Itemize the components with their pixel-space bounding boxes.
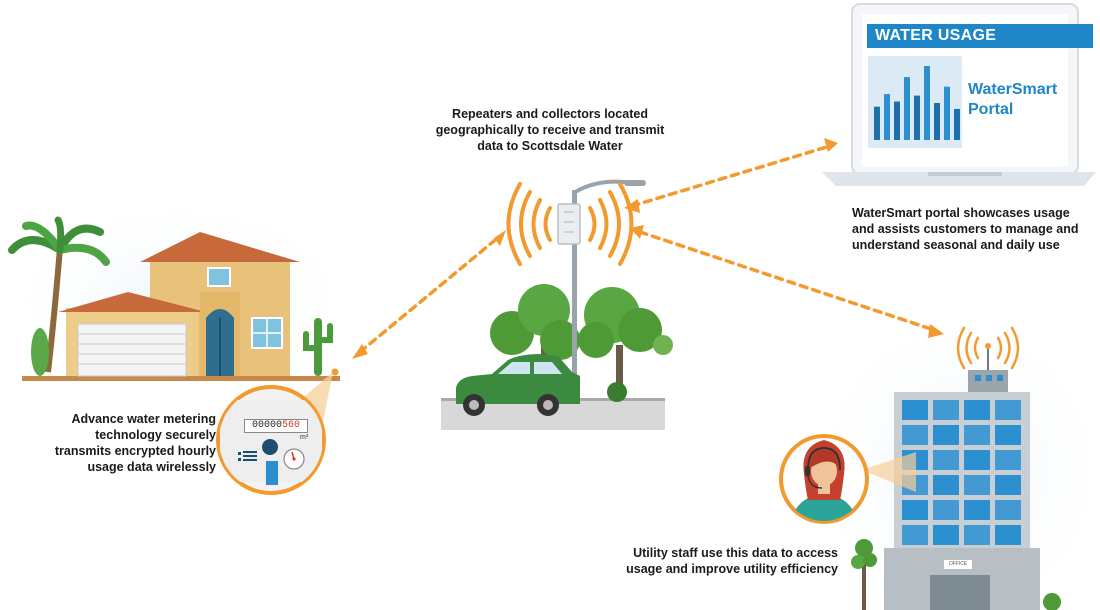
office-window: [995, 475, 1021, 495]
tree-icon: [490, 284, 673, 402]
office-window: [933, 400, 959, 420]
office-window: [902, 400, 928, 420]
cactus-icon: [303, 318, 333, 376]
office-window: [964, 500, 990, 520]
arrow-repeater-to-office: [638, 230, 936, 332]
office-window: [995, 400, 1021, 420]
caption-line: Advance water metering: [71, 412, 217, 426]
usage-bar: [874, 106, 880, 140]
usage-bar: [954, 108, 960, 140]
meter-unit: m³: [300, 434, 309, 441]
caption-line: usage data wirelessly: [87, 460, 216, 474]
usage-bar: [924, 66, 930, 140]
caption-line: usage and improve utility efficiency: [626, 562, 838, 576]
office-window: [964, 475, 990, 495]
meter-reading-red: 560: [282, 420, 301, 431]
office-building-icon: [851, 326, 1061, 610]
caption-line: technology securely: [95, 428, 216, 442]
office-window: [933, 475, 959, 495]
usage-bar: [944, 86, 950, 140]
office-window: [995, 500, 1021, 520]
caption-line: Utility staff use this data to access: [633, 546, 838, 560]
caption-portal: WaterSmart portal showcases usage and as…: [852, 205, 1078, 253]
car-icon: [456, 354, 580, 416]
portal-brand-line-1: WaterSmart: [968, 81, 1058, 98]
office-window: [902, 525, 928, 545]
office-window: [964, 525, 990, 545]
office-window: [964, 400, 990, 420]
portal-brand-line-2: Portal: [968, 101, 1014, 118]
office-window: [933, 525, 959, 545]
caption-line: geographically to receive and transmit: [435, 123, 665, 137]
usage-bar: [934, 103, 940, 140]
office-window: [964, 425, 990, 445]
arrow-house-to-repeater: [358, 234, 502, 354]
caption-repeaters: Repeaters and collectors located geograp…: [400, 106, 700, 154]
street-scene: [441, 179, 673, 430]
meter-reading-black: 00000: [251, 420, 282, 431]
portal-screen-title: WATER USAGE: [867, 24, 1093, 48]
office-window: [902, 500, 928, 520]
caption-line: understand seasonal and daily use: [852, 238, 1060, 252]
office-window: [902, 425, 928, 445]
portal-brand-name: WaterSmart Portal: [968, 80, 1057, 120]
usage-bar: [894, 101, 900, 140]
usage-bar: [904, 77, 910, 140]
caption-line: transmits encrypted hourly: [54, 444, 216, 458]
meter-reading: 00000560: [244, 419, 308, 433]
house-icon: [8, 216, 340, 381]
palm-tree-icon: [8, 216, 110, 376]
office-window: [933, 450, 959, 470]
office-sign: OFFICE: [944, 560, 972, 569]
usage-bars: [874, 66, 960, 140]
caption-meter: Advance water metering technology secure…: [30, 411, 216, 475]
caption-line: and assists customers to manage and: [852, 222, 1079, 236]
arrow-repeater-to-portal: [630, 144, 832, 208]
office-window: [933, 425, 959, 445]
office-window: [995, 425, 1021, 445]
caption-line: WaterSmart portal showcases usage: [852, 206, 1070, 220]
street-lamp-icon: [557, 179, 646, 400]
office-window: [933, 500, 959, 520]
caption-utility-staff: Utility staff use this data to access us…: [592, 545, 838, 577]
office-window: [995, 450, 1021, 470]
usage-bar: [914, 95, 920, 140]
office-window: [995, 525, 1021, 545]
office-window: [964, 450, 990, 470]
caption-line: Repeaters and collectors located: [452, 107, 648, 121]
radio-signal-icon: [506, 182, 634, 266]
water-meter-icon: [216, 385, 326, 495]
caption-line: data to Scottsdale Water: [477, 139, 623, 153]
customer-service-agent-icon: [779, 434, 869, 524]
usage-bar: [884, 94, 890, 140]
